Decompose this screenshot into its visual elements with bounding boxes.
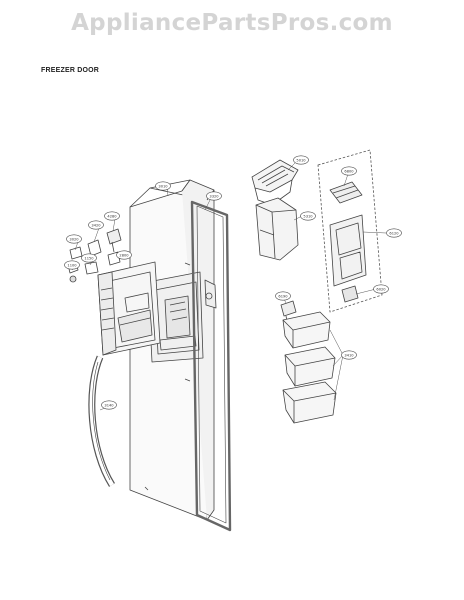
watermark: AppliancePartsPros.com	[71, 10, 393, 36]
svg-text:3010: 3010	[158, 184, 168, 188]
ice-housing	[255, 197, 299, 261]
callout-6120: 6120	[386, 228, 402, 238]
svg-text:5310: 5310	[303, 214, 313, 218]
door-handle	[88, 355, 115, 487]
callout-6800: 6800	[341, 166, 357, 176]
svg-text:3410: 3410	[344, 353, 354, 357]
svg-text:3420: 3420	[91, 223, 101, 227]
svg-text:1100: 1100	[67, 263, 77, 267]
callout-6190: 6190	[275, 291, 291, 301]
callout-6020: 6020	[373, 284, 389, 294]
callout-3320: 3320	[206, 191, 222, 201]
callout-4280: 4280	[104, 211, 120, 221]
svg-text:6120: 6120	[389, 231, 399, 235]
door-gasket	[190, 200, 232, 532]
callout-3420: 3420	[88, 220, 104, 230]
svg-text:1150: 1150	[84, 256, 94, 260]
svg-text:5010: 5010	[296, 158, 306, 162]
icemaker-assembly	[317, 149, 383, 313]
svg-text:3140: 3140	[104, 403, 114, 407]
callout-3410: 3410	[341, 350, 357, 360]
svg-text:6190: 6190	[278, 294, 288, 298]
svg-text:4280: 4280	[107, 214, 117, 218]
door-panel	[129, 179, 217, 521]
svg-text:3020: 3020	[69, 237, 79, 241]
callout-3020: 3020	[66, 234, 82, 244]
callout-5010: 5010	[293, 155, 309, 165]
callout-2800: 2800	[116, 250, 132, 260]
callout-1150: 1150	[81, 253, 97, 263]
svg-text:6800: 6800	[344, 169, 354, 173]
page-title: FREEZER DOOR	[41, 67, 100, 74]
door-bins	[282, 311, 337, 424]
callout-3140: 3140	[101, 400, 117, 410]
callout-5310: 5310	[300, 211, 316, 221]
dispenser-cover	[97, 261, 161, 356]
svg-text:3320: 3320	[209, 194, 219, 198]
callout-1100: 1100	[64, 260, 80, 270]
callout-3010: 3010	[155, 181, 171, 191]
callout-labels: 3010 3320 4280 3420 3020 2800 1150 1100	[64, 155, 402, 410]
svg-text:6020: 6020	[376, 287, 386, 291]
svg-text:2800: 2800	[119, 253, 129, 257]
